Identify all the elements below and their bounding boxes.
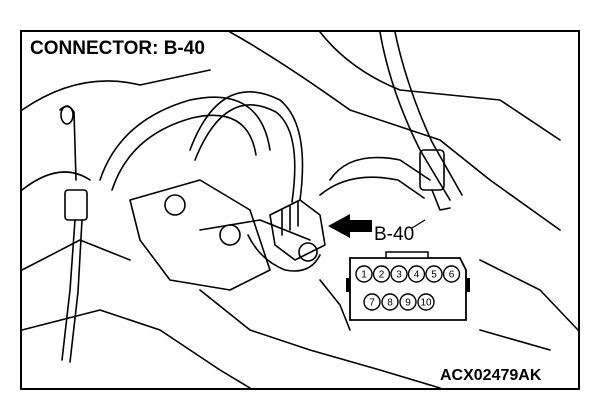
connector-pin-label: 5 <box>431 270 437 281</box>
connector-pin-6 <box>442 265 461 283</box>
engine-illustration <box>21 31 579 389</box>
connector-title: CONNECTOR: B-40 <box>30 38 205 59</box>
connector-pin-10 <box>417 293 435 311</box>
connector-pin-7 <box>363 293 381 311</box>
connector-pin-label: 4 <box>414 270 420 281</box>
connector-pin-8 <box>381 293 399 311</box>
connector-callout-label: B-40 <box>374 224 414 245</box>
pointer-arrow <box>328 214 372 238</box>
connector-pin-label: 2 <box>379 270 385 281</box>
connector-pin-label: 9 <box>405 298 411 309</box>
frame-border <box>20 30 580 390</box>
callout-leader <box>411 219 426 229</box>
connector-pin-label: 10 <box>420 298 432 309</box>
connector-pin-5 <box>425 265 443 283</box>
connector-pin-label: 6 <box>449 270 455 281</box>
connector-pin-label: 3 <box>396 270 402 281</box>
connector-pin-label: 1 <box>361 270 367 281</box>
connector-pin-label: 8 <box>387 298 393 309</box>
connector-pin-2 <box>372 265 391 283</box>
connector-pin-9 <box>399 293 417 311</box>
connector-pin-label: 7 <box>369 298 375 309</box>
connector-pin-3 <box>390 265 408 283</box>
figure-code: ACX02479AK <box>440 367 542 384</box>
connector-pin-1 <box>355 265 373 283</box>
connector-pin-4 <box>407 265 426 283</box>
